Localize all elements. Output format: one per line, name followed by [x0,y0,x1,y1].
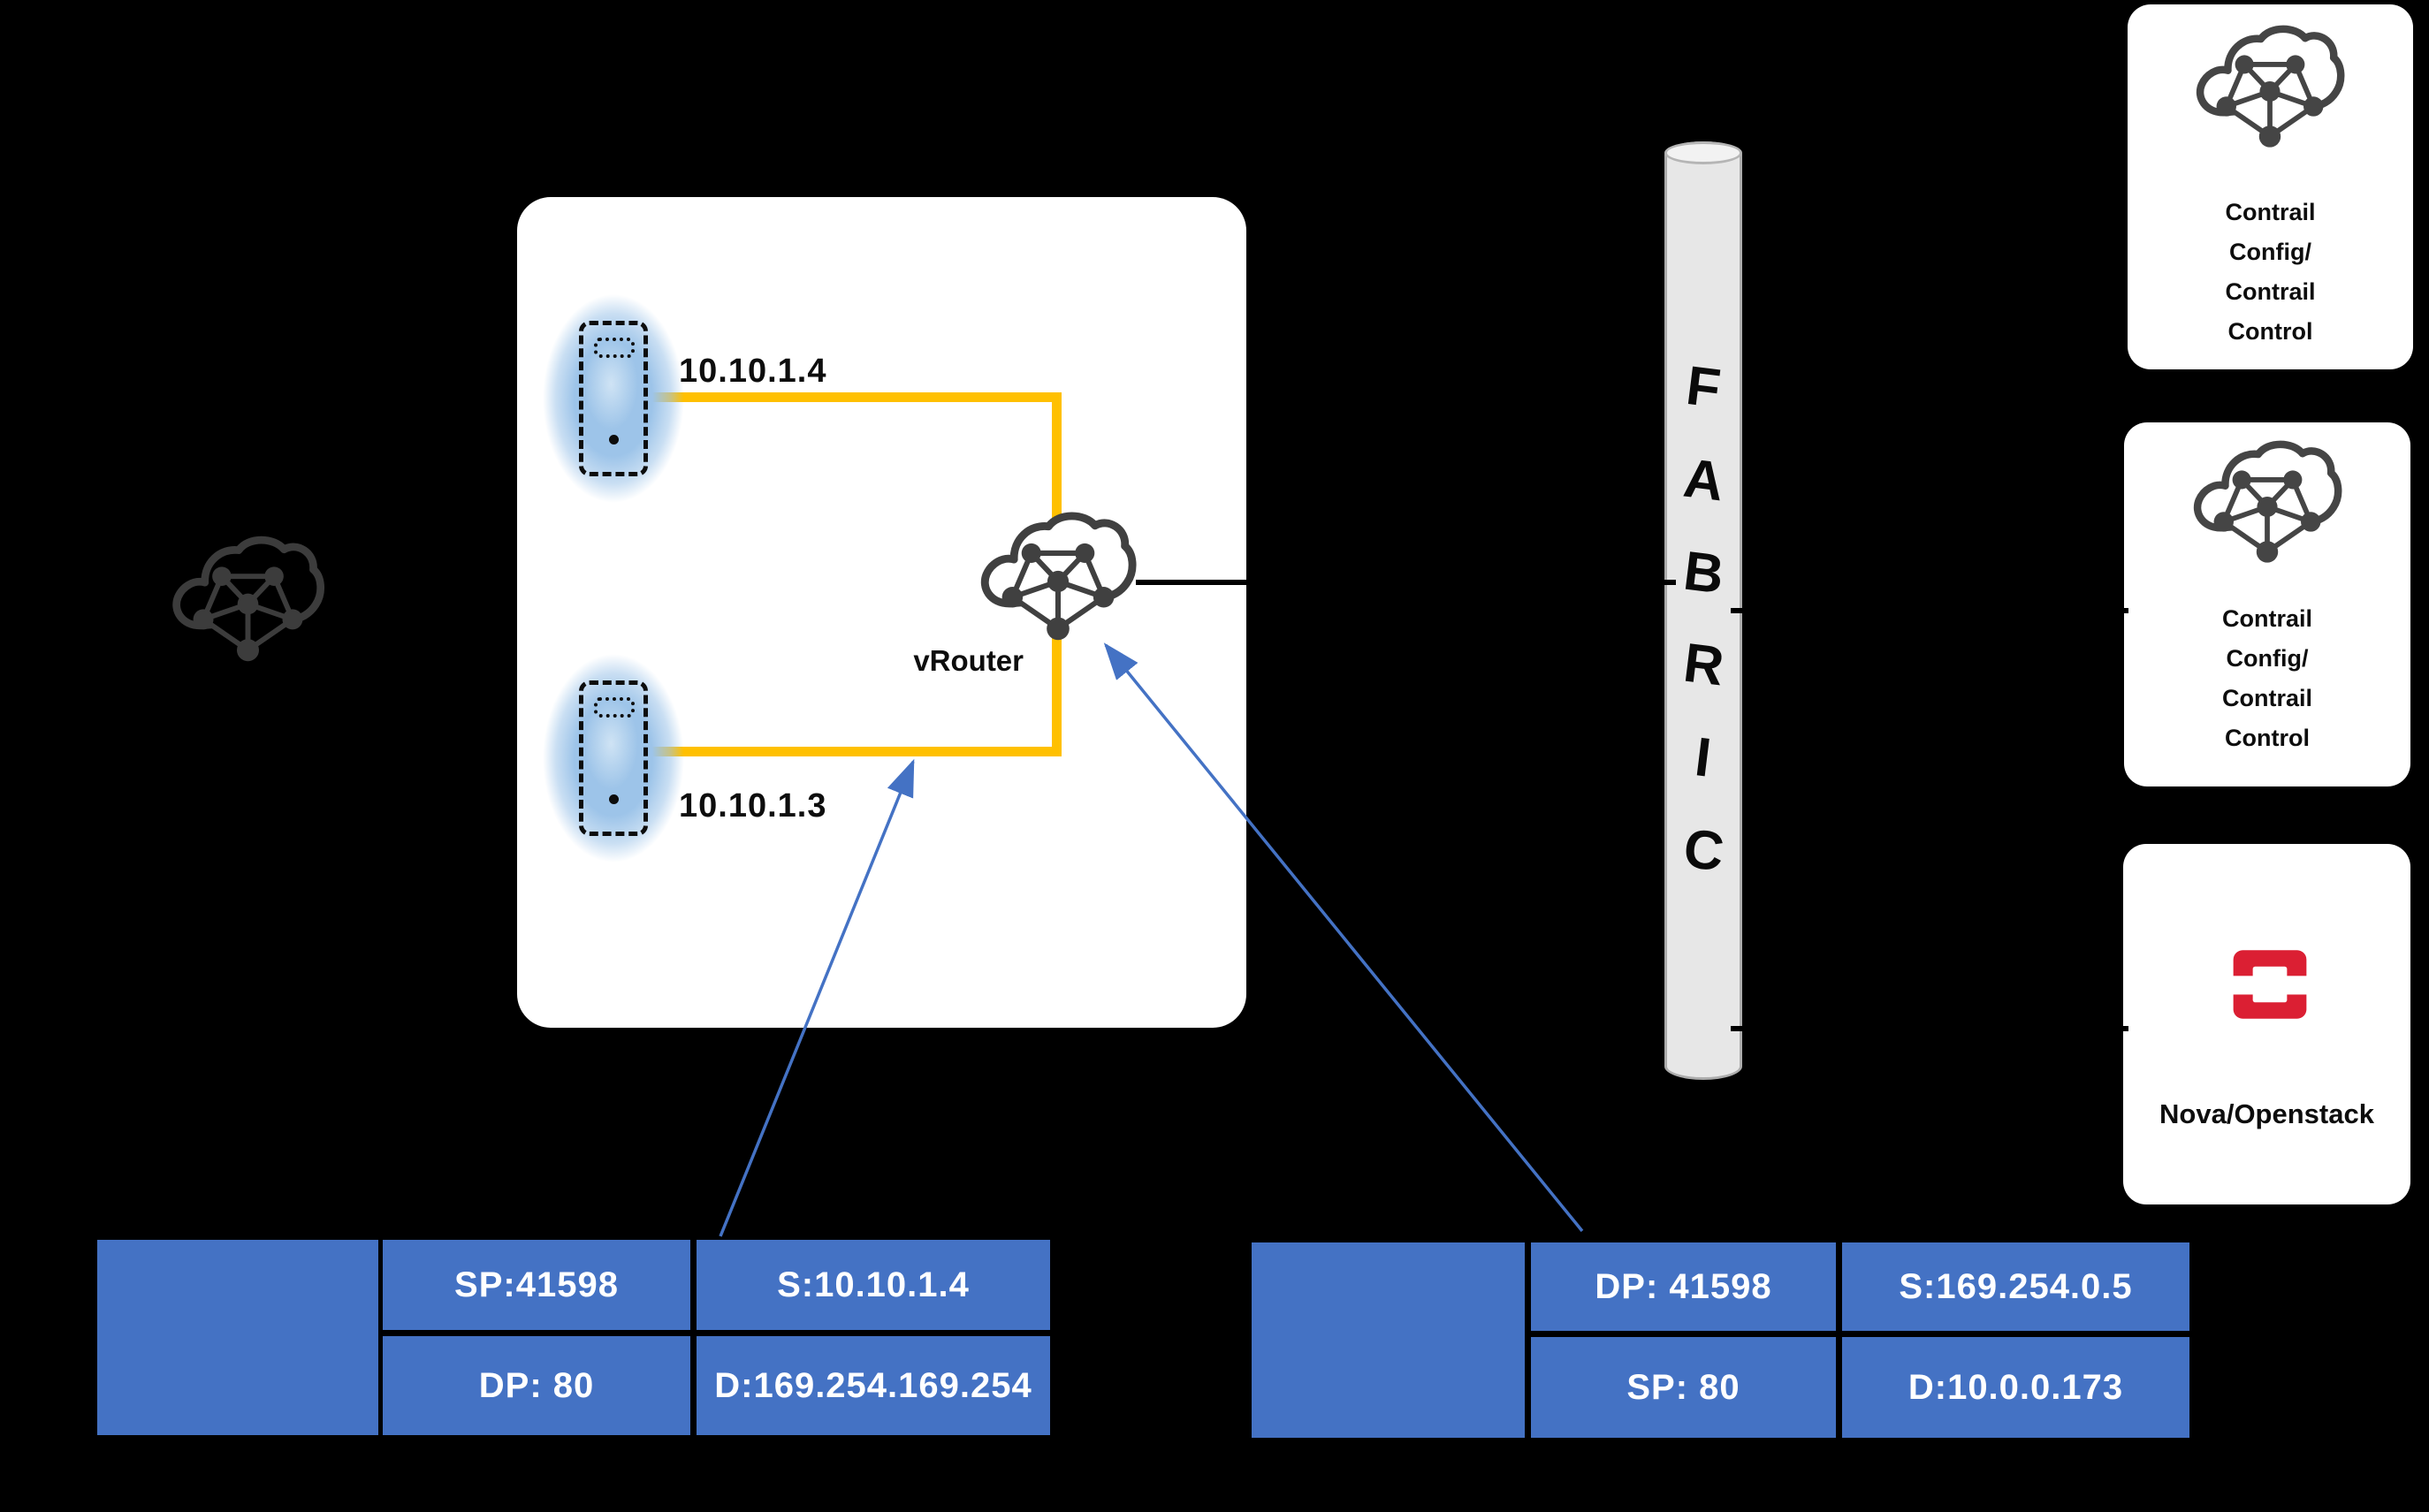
fabric-letter: I [1692,726,1715,789]
vm2-panel-icon [594,697,635,718]
vm2-icon [579,680,648,836]
vm1-panel-icon [594,338,635,358]
vm2-link-horizontal [650,747,1062,756]
vrouter-icon [979,505,1137,657]
fabric-letter: A [1679,447,1727,513]
vm2-ip-label: 10.10.1.3 [679,787,827,824]
vrouter-label: vRouter [913,644,1024,677]
fabric-contrail-link [1731,608,2128,613]
label-line: Contrail [2225,278,2316,305]
label-line: Config/ [2229,239,2311,265]
fabric-label: F A B R I C [1664,354,1742,884]
vm2-led-icon [609,794,619,804]
fabric-letter: C [1679,817,1727,884]
vm2-link-vertical [1052,632,1062,756]
fabric-letter: R [1679,632,1727,698]
label-line: Control [2227,318,2313,345]
right-table-summary-cell [1252,1242,1525,1438]
vm1-link-vertical [1052,392,1062,520]
left-table-address-cell: S:10.10.1.4 [697,1240,1050,1330]
fabric-letter: F [1683,354,1725,421]
contrail-cloud-icon [2195,19,2345,163]
vm1-link-horizontal [650,392,1062,402]
contrail-cloud-icon-dim [171,530,325,678]
fabric-cylinder-top [1664,141,1742,164]
label-line: Contrail [2221,685,2312,711]
left-table-address-cell: D:169.254.169.254 [697,1336,1050,1435]
right-table-port-cell: SP: 80 [1531,1337,1836,1438]
vm1-led-icon [609,435,619,444]
vm1-ip-label: 10.10.1.4 [679,353,827,390]
label-line: Config/ [2226,645,2309,672]
contrail-cloud-icon [2192,435,2342,579]
right-table-address-cell: D:10.0.0.173 [1842,1337,2189,1438]
nova-box [2123,844,2410,1204]
fabric-nova-link [1731,1026,2128,1031]
contrail-box-2-label: Contrail Config/ Contrail Control [2124,599,2410,758]
label-line: Contrail [2221,605,2312,632]
fabric-letter: B [1679,540,1727,606]
vrouter-fabric-link [1136,580,1676,585]
vm1-icon [579,321,648,476]
left-table-summary-cell [97,1240,378,1435]
right-table-address-cell: S:169.254.0.5 [1842,1242,2189,1331]
label-line: Control [2225,725,2310,751]
left-table-port-cell: SP:41598 [383,1240,690,1330]
left-table-port-cell: DP: 80 [383,1336,690,1435]
openstack-logo-icon [2231,947,2309,1022]
label-line: Contrail [2225,199,2316,225]
contrail-box-1-label: Contrail Config/ Contrail Control [2128,193,2413,352]
nova-box-label: Nova/Openstack [2159,1098,2374,1129]
right-table-port-cell: DP: 41598 [1531,1242,1836,1331]
